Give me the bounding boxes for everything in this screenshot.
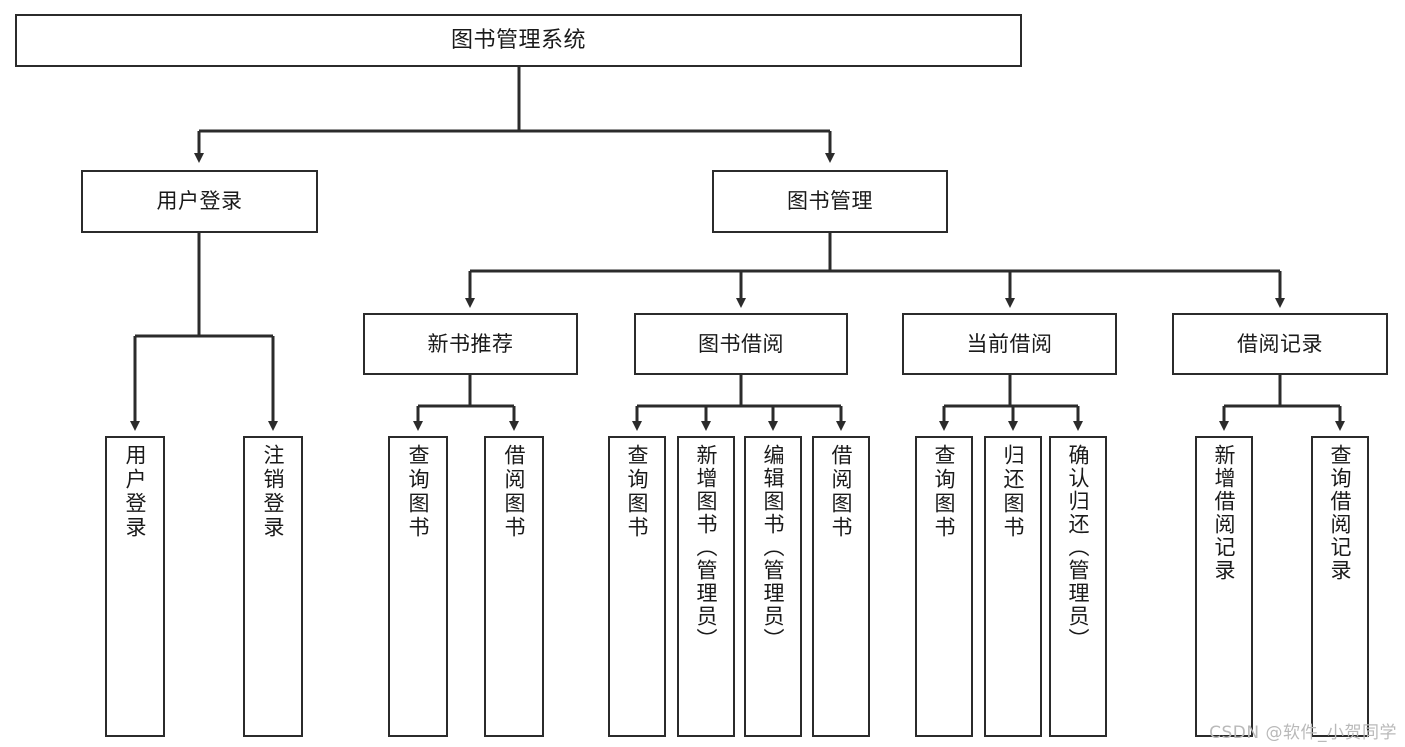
node-current-borrow[interactable]: 当前借阅	[902, 313, 1117, 375]
node-borrow-record[interactable]: 借阅记录	[1172, 313, 1388, 375]
node-root-system[interactable]: 图书管理系统	[15, 14, 1022, 67]
node-label: 注销登录	[261, 444, 286, 540]
node-book-borrow[interactable]: 图书借阅	[634, 313, 848, 375]
leaf-record-add-record[interactable]: 新增借阅记录	[1195, 436, 1253, 737]
node-label: 图书管理	[787, 189, 873, 214]
node-label: 确认归还（管理员）	[1066, 444, 1091, 651]
node-label: 查询图书	[625, 444, 650, 540]
node-label: 新增图书（管理员）	[694, 444, 719, 651]
node-label: 新增借阅记录	[1212, 444, 1237, 582]
node-label: 查询借阅记录	[1328, 444, 1353, 582]
leaf-new-book-borrow[interactable]: 借阅图书	[484, 436, 544, 737]
leaf-record-query-record[interactable]: 查询借阅记录	[1311, 436, 1369, 737]
node-label: 当前借阅	[966, 331, 1053, 356]
node-label: 图书管理系统	[450, 27, 586, 53]
csdn-watermark: CSDN @软件_小贺同学	[1209, 723, 1397, 743]
node-label: 借阅图书	[829, 444, 854, 540]
leaf-current-return-book[interactable]: 归还图书	[984, 436, 1042, 737]
node-label: 用户登录	[156, 189, 243, 214]
node-label: 借阅记录	[1237, 331, 1323, 356]
leaf-borrow-add-book-admin[interactable]: 新增图书（管理员）	[677, 436, 735, 737]
leaf-current-query-book[interactable]: 查询图书	[915, 436, 973, 737]
node-label: 查询图书	[406, 444, 431, 540]
leaf-user-login-signin[interactable]: 用户登录	[105, 436, 165, 737]
node-label: 查询图书	[932, 444, 957, 540]
node-label: 编辑图书（管理员）	[761, 444, 786, 651]
leaf-new-book-query[interactable]: 查询图书	[388, 436, 448, 737]
node-label: 新书推荐	[427, 331, 514, 356]
node-label: 归还图书	[1001, 444, 1026, 540]
node-book-management[interactable]: 图书管理	[712, 170, 948, 233]
node-label: 图书借阅	[698, 331, 784, 356]
leaf-borrow-edit-book-admin[interactable]: 编辑图书（管理员）	[744, 436, 802, 737]
node-user-login[interactable]: 用户登录	[81, 170, 318, 233]
leaf-current-confirm-return-admin[interactable]: 确认归还（管理员）	[1049, 436, 1107, 737]
leaf-borrow-borrow-book[interactable]: 借阅图书	[812, 436, 870, 737]
node-label: 用户登录	[123, 444, 148, 540]
leaf-user-login-signout[interactable]: 注销登录	[243, 436, 303, 737]
leaf-borrow-query-book[interactable]: 查询图书	[608, 436, 666, 737]
node-new-book-recommend[interactable]: 新书推荐	[363, 313, 578, 375]
node-label: 借阅图书	[502, 444, 527, 540]
